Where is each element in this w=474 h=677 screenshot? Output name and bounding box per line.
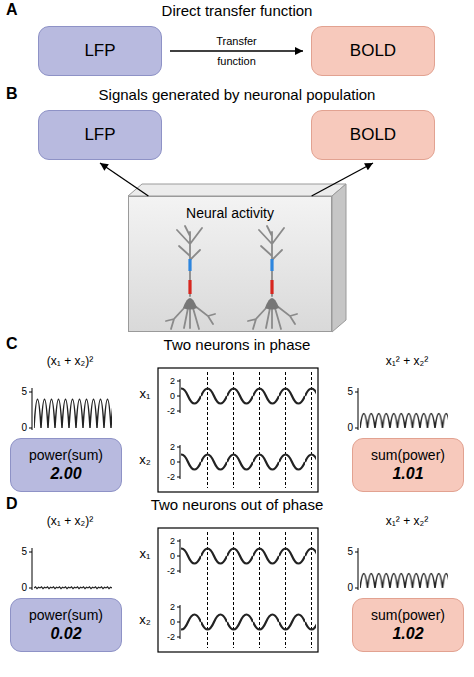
plot-label: 5	[338, 546, 353, 558]
plot-label: 0	[338, 582, 353, 594]
population-box: Neural activity	[128, 196, 332, 332]
plot-frame	[158, 528, 318, 652]
plot-label: 5	[338, 386, 353, 398]
box-label: BOLD	[350, 125, 396, 145]
box-label: sum(power)	[371, 606, 445, 624]
plot-label: 0	[161, 390, 175, 402]
plot-label: x₁	[134, 546, 156, 562]
signal-arrow	[100, 163, 148, 196]
panel-title: Two neurons in phase	[0, 336, 474, 354]
plot-axis	[355, 388, 358, 430]
panel-letter: C	[6, 334, 26, 353]
box-label: power(sum)	[29, 446, 103, 464]
pyramidal-neuron	[166, 226, 215, 329]
box-label: LFP	[84, 41, 115, 61]
box-top-face	[128, 184, 346, 196]
box-label: sum(power)	[371, 446, 445, 464]
box-value: 0.02	[50, 624, 81, 644]
panel-letter: B	[6, 84, 26, 103]
neuron-trace	[181, 612, 316, 632]
plot-label: 2	[161, 601, 175, 613]
signal-arrow	[170, 50, 303, 51]
panel-title: Signals generated by neuronal population	[0, 86, 474, 104]
panel-title: Direct transfer function	[0, 2, 474, 20]
plot-label: 2	[161, 375, 175, 387]
signal-box: BOLD	[311, 110, 435, 160]
plot-label: 0	[12, 422, 27, 434]
plot-label: (x₁ + x₂)²	[20, 514, 120, 528]
plot-axis	[29, 388, 32, 430]
neuron-trace	[181, 546, 316, 566]
box-label: BOLD	[350, 41, 396, 61]
plot-label: 0	[12, 582, 27, 594]
plot-axis	[177, 379, 180, 479]
box-value: 1.01	[392, 464, 423, 484]
plot-label: -2	[161, 405, 175, 417]
box-label: power(sum)	[29, 606, 103, 624]
panel-letter: D	[6, 494, 26, 513]
plot-label: 0	[338, 422, 353, 434]
plot-label: 2	[161, 441, 175, 453]
box-label: LFP	[84, 125, 115, 145]
box-value: 2.00	[50, 464, 81, 484]
signal-box: LFP	[38, 110, 162, 160]
plot-label: (x₁ + x₂)²	[20, 354, 120, 368]
power-of-sum-trace	[34, 585, 112, 591]
signal-arrow	[312, 163, 373, 196]
plot-label: 5	[12, 386, 27, 398]
plot-label: x₁² + x₂²	[352, 514, 462, 528]
plot-label: 0	[161, 456, 175, 468]
box-label: Neural activity	[186, 205, 274, 221]
edge-label: Transfer function	[209, 31, 265, 71]
plot-label: x₂	[134, 612, 156, 628]
panel-letter: A	[6, 0, 26, 19]
box-value: 1.02	[392, 624, 423, 644]
plot-label: -2	[161, 565, 175, 577]
plot-label: x₁² + x₂²	[352, 354, 462, 368]
sum-of-power-trace	[360, 410, 448, 430]
plot-axis	[355, 548, 358, 590]
signal-box: power(sum)2.00	[10, 438, 122, 492]
neuron-trace	[181, 386, 316, 406]
signal-box: sum(power)1.01	[352, 438, 464, 492]
signal-box: LFP	[38, 26, 162, 76]
neuron-trace	[181, 452, 316, 472]
plot-label: 0	[161, 550, 175, 562]
plot-frame	[158, 368, 318, 492]
panel-title: Two neurons out of phase	[0, 496, 474, 514]
plot-label: 2	[161, 535, 175, 547]
signal-box: BOLD	[311, 26, 435, 76]
plot-label: 0	[161, 616, 175, 628]
plot-label: -2	[161, 631, 175, 643]
signal-box: power(sum)0.02	[10, 598, 122, 652]
plot-label: x₁	[134, 386, 156, 402]
plot-axis	[177, 539, 180, 639]
plot-label: x₂	[134, 452, 156, 468]
plot-label: 5	[12, 546, 27, 558]
plot-label: -2	[161, 471, 175, 483]
plot-axis	[29, 548, 32, 590]
sum-of-power-trace	[360, 570, 448, 590]
power-of-sum-trace	[34, 397, 112, 430]
signal-box: sum(power)1.02	[352, 598, 464, 652]
pyramidal-neuron	[248, 226, 297, 329]
box-side-face	[332, 184, 346, 332]
